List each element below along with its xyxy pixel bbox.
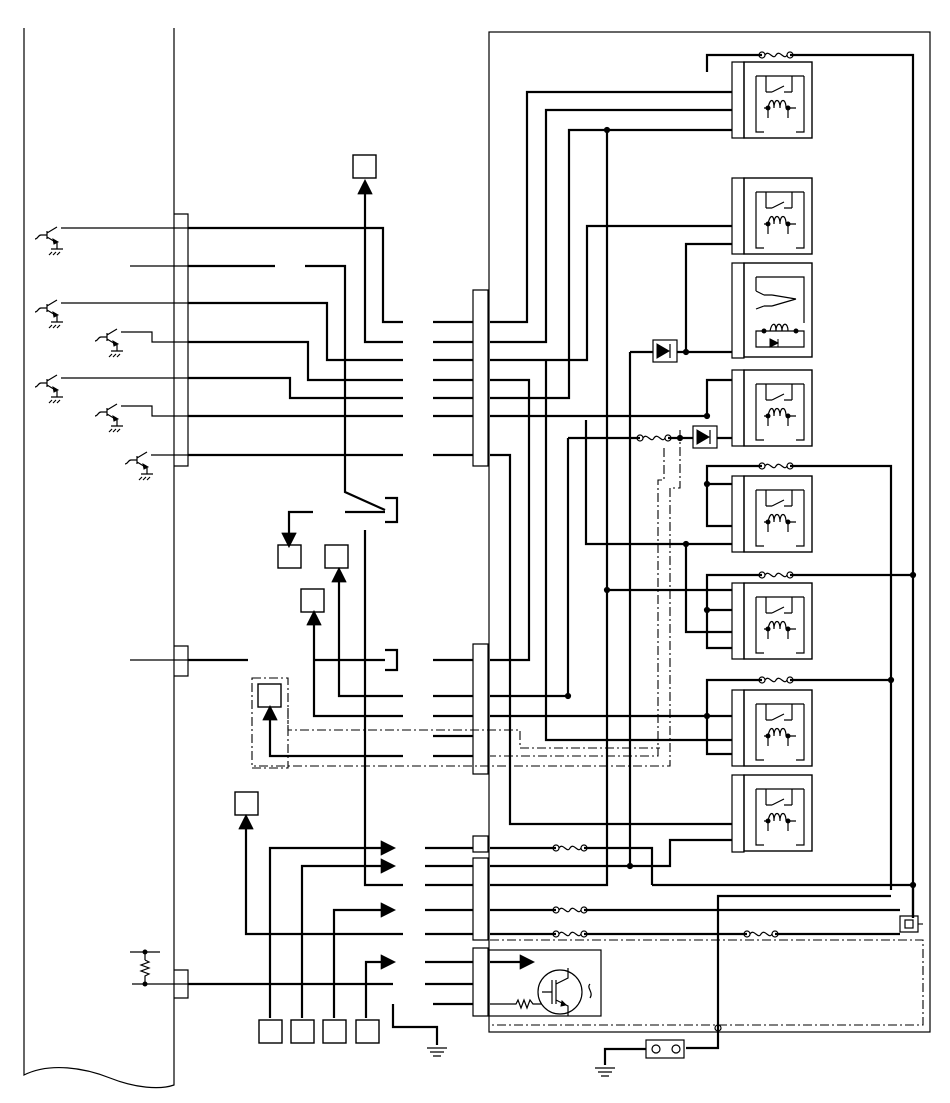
fuse-relay-box [488, 31, 931, 1033]
middle-wires [238, 496, 660, 1057]
junction-dots [564, 126, 917, 1032]
fuse-box-wiring [490, 53, 919, 1077]
engine-control-module [23, 28, 189, 1089]
relays [731, 61, 813, 853]
ecm-signal-wires [188, 178, 403, 986]
sensor-switches [34, 226, 188, 661]
resistor-pullup [130, 949, 188, 987]
shielded-lines [252, 430, 924, 1026]
component-blocks [234, 154, 380, 1044]
connectors [425, 289, 489, 1017]
fan-motor [490, 954, 592, 1016]
